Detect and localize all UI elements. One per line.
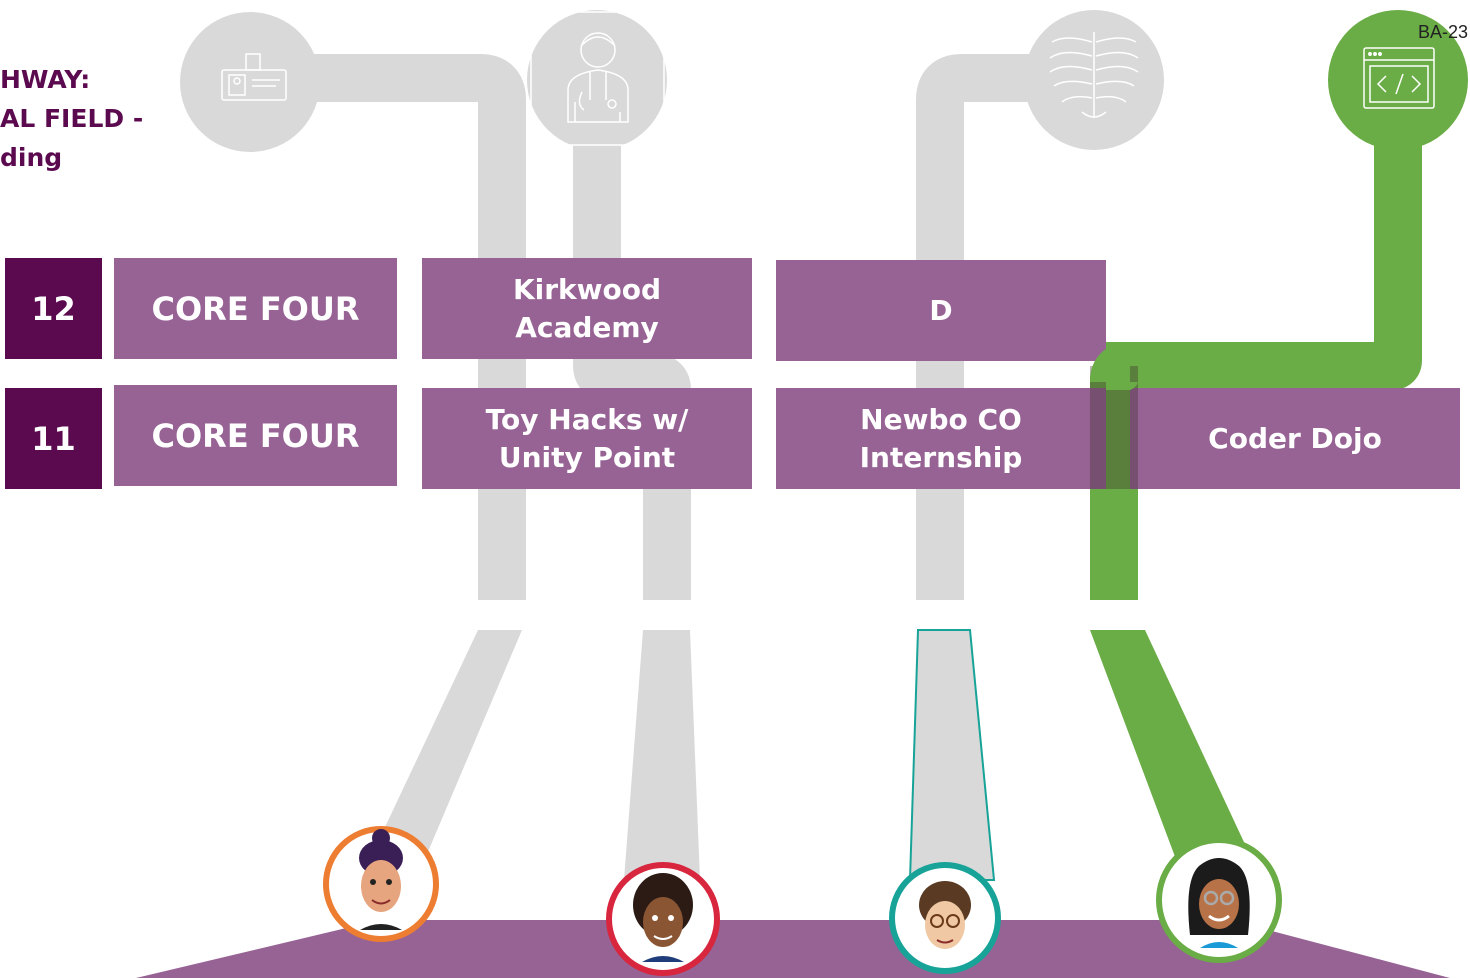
icon-circle-2 bbox=[527, 10, 667, 150]
ribcage-xray-icon bbox=[1049, 32, 1139, 118]
icon-circle-4 bbox=[1328, 10, 1468, 150]
lower-path-4 bbox=[1090, 630, 1250, 870]
code-window-icon bbox=[1363, 47, 1435, 109]
path-2 bbox=[573, 110, 691, 600]
grade-11-toy-hacks: Toy Hacks w/ Unity Point bbox=[422, 388, 752, 489]
grade-11-coder-dojo: Coder Dojo bbox=[1130, 388, 1460, 489]
toy-hacks-line-2: Unity Point bbox=[498, 440, 676, 474]
id-badge-icon bbox=[221, 53, 287, 101]
pathway-title: HWAY: AL FIELD - ding bbox=[0, 60, 143, 177]
avatar-purple-hair-bun bbox=[323, 826, 439, 942]
doctor-icon bbox=[530, 11, 665, 146]
title-line-1: HWAY: bbox=[0, 65, 91, 94]
newbo-line-2: Internship bbox=[859, 440, 1023, 474]
lower-path-2 bbox=[624, 630, 700, 880]
purple-base bbox=[136, 920, 1450, 978]
avatar-locs bbox=[606, 862, 720, 976]
grade-12-d: D bbox=[776, 260, 1106, 361]
icon-circle-1 bbox=[180, 12, 320, 152]
avatar-glasses-long-hair bbox=[1156, 837, 1282, 963]
kirkwood-line-2: Academy bbox=[515, 310, 659, 344]
grade-11-label: 11 bbox=[5, 388, 102, 489]
path-lines bbox=[250, 54, 1090, 600]
path-1 bbox=[250, 54, 526, 600]
newbo-line-1: Newbo CO bbox=[860, 402, 1022, 436]
lower-path-3 bbox=[908, 629, 996, 881]
grade-11-newbo-internship: Newbo CO Internship bbox=[776, 388, 1106, 489]
grade-12-core-four: CORE FOUR bbox=[114, 258, 397, 359]
path-3 bbox=[916, 54, 1090, 600]
toy-hacks-line-1: Toy Hacks w/ bbox=[485, 402, 689, 436]
kirkwood-line-1: Kirkwood bbox=[512, 272, 662, 306]
grade-11-core-four: CORE FOUR bbox=[114, 385, 397, 486]
document-code: BA-23 bbox=[1417, 22, 1468, 42]
avatar-glasses-brown-hair bbox=[889, 862, 1001, 974]
title-line-2: AL FIELD - bbox=[0, 104, 144, 133]
lower-path-1 bbox=[360, 630, 522, 880]
grade-12-kirkwood-academy: Kirkwood Academy bbox=[422, 258, 752, 359]
grade-12-label: 12 bbox=[5, 258, 102, 359]
title-line-3: ding bbox=[0, 143, 63, 172]
